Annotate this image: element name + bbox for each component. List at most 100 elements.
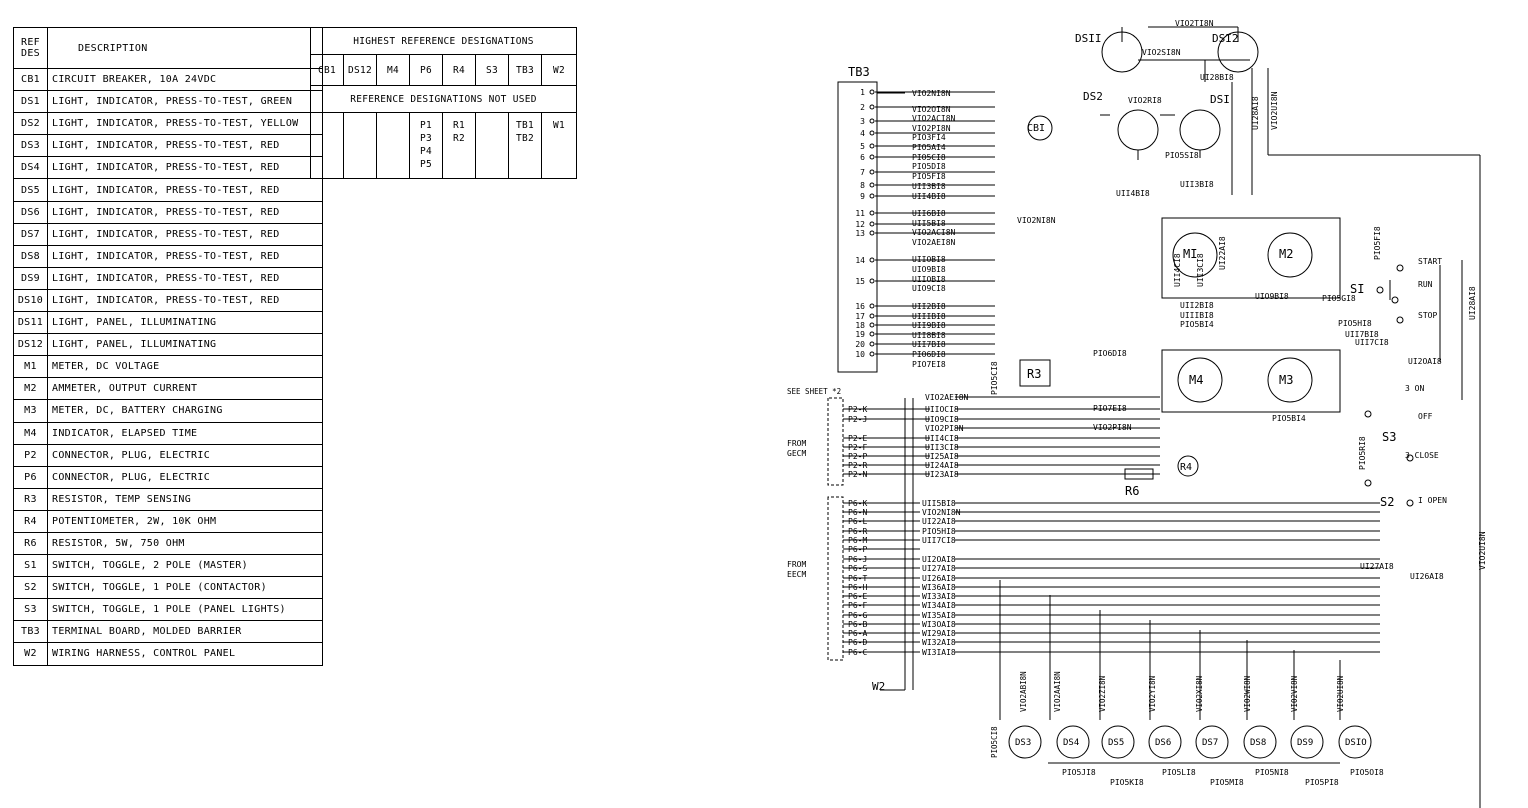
m2-label: M2	[1279, 247, 1293, 261]
s1-stop-label: STOP	[1418, 311, 1437, 320]
tb3-wire-label: VIO2AEI8N	[912, 238, 956, 247]
s1-start-label: START	[1418, 257, 1442, 266]
meter-wire-label: UI22AI8	[1218, 236, 1227, 270]
bottom-wire-label: PIO5LI8	[1162, 768, 1196, 777]
m3-label: M3	[1279, 373, 1293, 387]
p2-wire-label: UII3CI8	[925, 443, 959, 452]
bottom-wire-label: PIO5JI8	[1062, 768, 1096, 777]
ds2-lamp	[1117, 109, 1159, 151]
tb3-wire-label: VIO2OI8N	[912, 105, 951, 114]
tb3-terminal	[869, 257, 875, 263]
bottom-vertical-wire-label: VIO2WI8N	[1243, 676, 1252, 712]
not-used-designation: P5	[419, 159, 433, 170]
tb3-terminal	[869, 351, 875, 357]
tb3-wire-label: UII5BI8	[912, 219, 946, 228]
tb3-terminal-label: 9	[860, 192, 865, 201]
tb3-wire-label: UIO9BI8	[912, 265, 946, 274]
description-cell: SWITCH, TOGGLE, 1 POLE (PANEL LIGHTS)	[47, 598, 323, 622]
tb3-wire-label: PIO5AI4	[912, 143, 946, 152]
p2-wire-label: UIO9CI8	[925, 415, 959, 424]
top-wire-label: UII3BI8	[1180, 180, 1214, 189]
bottom-wire-label: PIO5MI8	[1210, 778, 1244, 787]
p2-connector-body	[827, 397, 844, 486]
top-wire-label: VIO2NI8N	[1017, 216, 1056, 225]
bottom-wire-label: PIO5OI8	[1350, 768, 1384, 777]
right-wire-label: PIO5FI8	[1373, 226, 1382, 260]
tb3-wire-label: PIO5CI8	[912, 153, 946, 162]
tb3-wire-label: UIIIBI8	[912, 312, 946, 321]
top-wire-label: VIO2SI8N	[1142, 48, 1181, 57]
s1-label: SI	[1350, 282, 1364, 296]
right-wire-label: UII7CI8	[1355, 338, 1389, 347]
description-cell: SWITCH, TOGGLE, 2 POLE (MASTER)	[47, 554, 323, 578]
tb3-terminal-label: 18	[855, 321, 865, 330]
p6-wire-label: UI27AI8	[922, 564, 956, 573]
meter-wire-label: UII3CI8	[1196, 253, 1205, 287]
p2-wire-label: UI24AI8	[925, 461, 959, 470]
tb3-wire-label: PIO5FI8	[912, 172, 946, 181]
tb3-terminal	[869, 130, 875, 136]
not-used-designation-cell: W1	[541, 112, 577, 179]
tb3-terminal-label: 6	[860, 153, 865, 162]
tb3-wire-label: UII8BI8	[912, 331, 946, 340]
p6-wire-label: WI3IAI8	[922, 648, 956, 657]
tb3-terminal-label: 8	[860, 181, 865, 190]
ref-des-cell: W2	[13, 642, 48, 666]
s2-contact	[1406, 499, 1414, 507]
meter-wire-label: UIO9BI8	[1255, 292, 1289, 301]
meter-wire-label: VIO2PI8N	[1093, 423, 1132, 432]
s1-contact	[1396, 264, 1404, 272]
bottom-lamp-label: DS3	[1015, 738, 1031, 748]
tb3-wire-label: UIO9CI8	[912, 284, 946, 293]
p6-wire-label: WI36AI8	[922, 583, 956, 592]
p6-wire-label: WI35AI8	[922, 611, 956, 620]
tb3-terminal	[869, 278, 875, 284]
tb3-terminal	[869, 341, 875, 347]
tb3-board	[837, 81, 878, 373]
tb3-wire-label: VIO2NI8N	[912, 89, 951, 98]
s3-off-label: OFF	[1418, 412, 1433, 421]
bottom-wire-label: PIO5NI8	[1255, 768, 1289, 777]
bottom-lamp	[1243, 725, 1277, 759]
tb3-terminal	[869, 118, 875, 124]
description-cell: RESISTOR, 5W, 750 OHM	[47, 531, 323, 556]
tb3-terminal-label: 7	[860, 168, 865, 177]
r6-label: R6	[1125, 484, 1139, 498]
right-wire-label: UI28AI8	[1468, 286, 1477, 320]
tb3-terminal	[869, 230, 875, 236]
bottom-lamp-label: DS5	[1108, 738, 1124, 748]
s1-contact	[1391, 296, 1399, 304]
bottom-lamp	[1101, 725, 1135, 759]
from-gecm-label: GECM	[787, 449, 806, 458]
bottom-lamp	[1290, 725, 1324, 759]
see-sheet-note: SEE SHEET *2	[787, 387, 841, 396]
ds11-lamp	[1101, 31, 1143, 73]
tb3-wire-label: UII6BI8	[912, 209, 946, 218]
p2-wire-label: UIIOCI8	[925, 405, 959, 414]
tb3-wire-label: PIO3FI4	[912, 133, 946, 142]
not-used-designation: TB1	[515, 120, 535, 131]
p2-wire-label: UII4CI8	[925, 434, 959, 443]
ref-des-cell: TB3	[13, 620, 48, 644]
tb3-terminal-label: 1	[860, 88, 865, 97]
s1-contact	[1376, 286, 1384, 294]
not-used-designation: P4	[419, 146, 433, 157]
bottom-lamp-label: DS6	[1155, 738, 1171, 748]
meter-wire-label: PIO7EI8	[1093, 404, 1127, 413]
tb3-terminal-label: 14	[855, 256, 865, 265]
p6-connector-body	[827, 496, 844, 661]
cb1-label: CBI	[1027, 123, 1045, 134]
bottom-lamp-label: DSIO	[1345, 738, 1367, 748]
not-used-designation: P3	[419, 133, 433, 144]
bottom-lamp	[1338, 725, 1372, 759]
top-wire-label: VIO2TI8N	[1175, 19, 1214, 28]
